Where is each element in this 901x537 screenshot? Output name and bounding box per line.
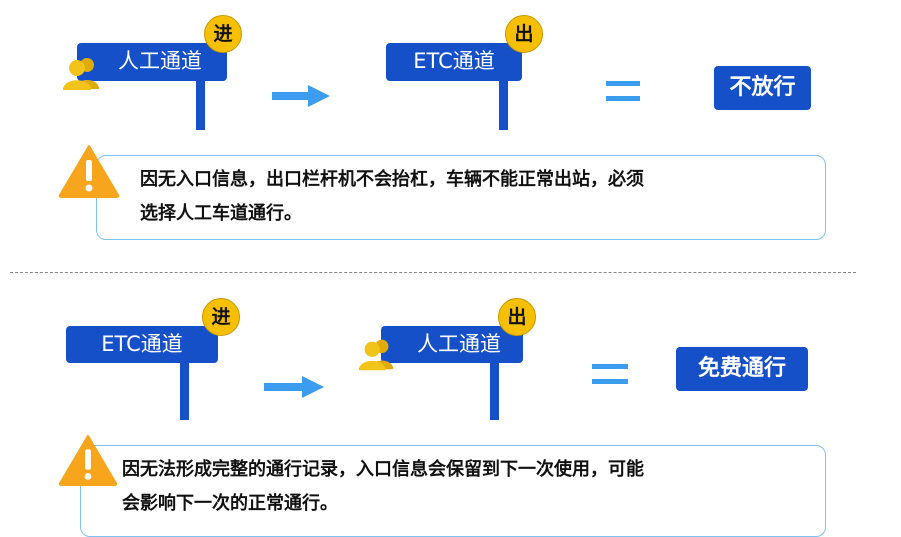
person-icon [60,55,104,91]
exit-sign-pole [499,80,508,130]
warning-icon [58,434,118,486]
note-line: 因无入口信息，出口栏杆机不会抬杠，车辆不能正常出站，必须 [140,169,644,190]
exit-badge: 出 [498,298,536,336]
note-text: 因无法形成完整的通行记录，入口信息会保留到下一次使用，可能 会影响下一次的正常通… [122,453,644,521]
right-arrow-icon [272,85,330,107]
entry-sign: ETC通道 [66,326,218,363]
exit-sign-label: 人工通道 [417,332,501,356]
exit-sign: 人工通道 [381,326,523,363]
warning-icon [58,145,120,198]
person-icon [356,336,398,372]
note-box [80,445,826,537]
entry-badge: 进 [202,298,240,336]
right-arrow-icon [264,376,324,398]
entry-sign-label: 人工通道 [118,49,202,73]
note-line: 会影响下一次的正常通行。 [122,493,338,514]
equals-icon [592,364,628,394]
exit-badge: 出 [505,15,543,53]
exit-sign-pole [490,362,499,420]
note-box [96,155,826,240]
entry-badge: 进 [204,15,242,53]
entry-sign-label: ETC通道 [101,332,183,356]
dashed-divider [10,272,856,273]
exit-sign: ETC通道 [386,43,522,81]
entry-sign-pole [196,80,205,130]
note-text: 因无入口信息，出口栏杆机不会抬杠，车辆不能正常出站，必须 选择人工车道通行。 [140,163,644,231]
note-line: 选择人工车道通行。 [140,203,302,224]
result-badge: 不放行 [714,66,811,110]
entry-sign-pole [180,362,189,420]
note-line: 因无法形成完整的通行记录，入口信息会保留到下一次使用，可能 [122,459,644,480]
exit-sign-label: ETC通道 [413,49,495,73]
entry-sign: 人工通道 [77,43,227,81]
equals-icon [606,81,640,111]
result-badge: 免费通行 [676,347,808,391]
